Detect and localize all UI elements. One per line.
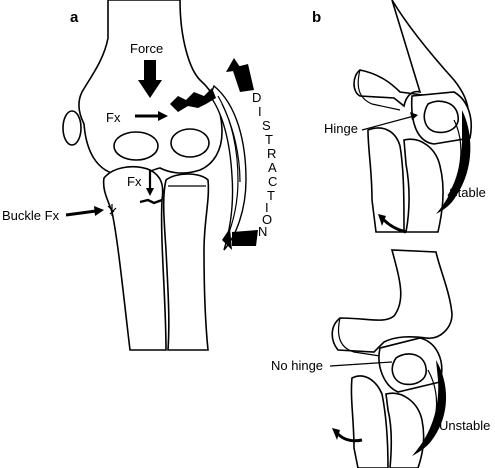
svg-text:T: T [267,188,275,203]
fx-lower-label: Fx [127,174,142,189]
lateral-ligament [209,84,247,251]
unstable-humerus [331,249,453,353]
fx-lower-arrow [146,170,154,196]
svg-text:I: I [265,200,269,215]
panel-a-label: a [70,9,79,26]
unstable-elbow [331,249,453,468]
stable-ligament [436,110,471,214]
ulnar-fracture-line [139,198,163,205]
svg-text:O: O [262,212,272,227]
unstable-radius [385,392,425,468]
hinge-pointer [361,115,415,131]
svg-text:D: D [252,90,261,105]
radius [162,173,210,351]
condylar-fracture [170,88,216,112]
unstable-ligament [412,360,447,456]
buckle-fx-arrow [65,206,104,217]
distraction-arrow-top [226,58,254,92]
stable-curved-arrow [378,214,407,234]
force-arrow [138,60,162,98]
unstable-curved-arrow [332,428,363,443]
distraction-arrow-bottom [222,228,258,250]
svg-text:C: C [268,174,277,189]
svg-text:N: N [258,224,267,239]
unstable-ulna [350,375,389,468]
buckle-fracture-marks [107,204,117,216]
no-hinge-pointer [329,361,393,367]
ulna [102,165,167,351]
stable-label: Stable [449,185,486,200]
stable-capitellum-oval [423,100,459,134]
panel-b-label: b [312,9,321,26]
force-label: Force [130,41,163,56]
svg-text:R: R [267,146,276,161]
stable-radius [403,138,444,233]
fx-upper-label: Fx [106,110,121,125]
svg-text:T: T [265,132,273,147]
unstable-capitellum-oval [391,353,427,386]
trochlea [113,131,159,161]
distraction-text: D I S T R A C T I O N [252,90,277,239]
svg-text:S: S [262,118,271,133]
no-hinge-label: No hinge [271,358,323,373]
hinge-label: Hinge [324,121,358,136]
stable-elbow [353,0,472,233]
svg-text:A: A [268,160,277,175]
svg-text:I: I [258,104,262,119]
stable-humerus [353,0,470,120]
medial-epicondyle [62,110,82,146]
capitellum [170,128,210,158]
fx-upper-arrow [135,111,168,121]
stable-ulna [367,127,405,233]
unstable-label: Unstable [439,418,490,433]
buckle-fx-label: Buckle Fx [2,208,60,223]
